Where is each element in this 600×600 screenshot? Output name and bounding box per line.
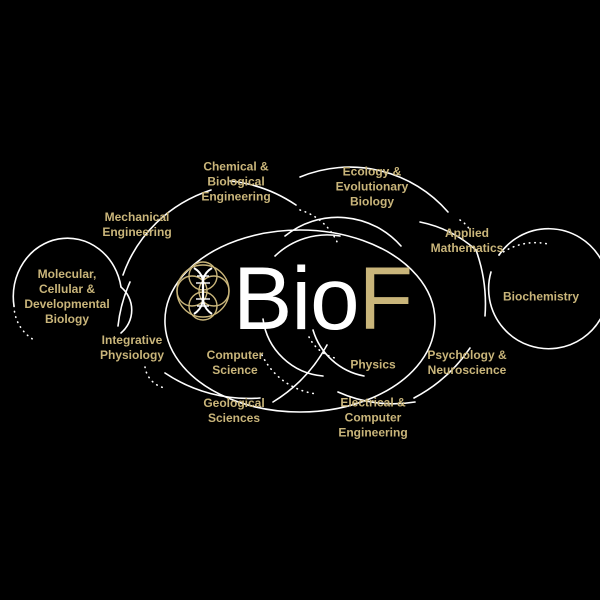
label-electrical-computer-engineering: Electrical & Computer Engineering xyxy=(338,395,408,440)
dotted-link-physiology xyxy=(144,366,166,389)
label-integrative-physiology: Integrative Physiology xyxy=(99,333,165,362)
dotted-link-physics xyxy=(308,336,336,359)
left-overlap-circle xyxy=(274,234,341,257)
dna-helix-icon xyxy=(176,261,230,321)
left-orbit-arc-top xyxy=(229,180,297,206)
dotted-link-applied-math xyxy=(498,241,549,256)
biochemistry-ring xyxy=(487,227,600,350)
wordmark-accent: F xyxy=(358,248,413,348)
molecular-biology-ring-tail xyxy=(120,286,133,334)
molecular-biology-ring xyxy=(12,237,122,307)
right-orbit-arc-upper xyxy=(419,221,477,251)
wordmark-primary: Bio xyxy=(233,248,360,348)
overlap-arc-lower-left xyxy=(262,318,324,377)
dotted-link-molecular xyxy=(13,305,37,342)
label-physics: Physics xyxy=(350,357,396,372)
right-orbit-arc-mid xyxy=(475,249,487,317)
label-psychology-neuroscience: Psychology & Neuroscience xyxy=(427,348,507,377)
biof-wordmark: BioF xyxy=(233,248,413,348)
dotted-link-mechanical xyxy=(459,219,471,231)
left-bottom-sweep xyxy=(272,344,328,403)
label-geological-sciences: Geological Sciences xyxy=(203,396,265,425)
label-biochemistry: Biochemistry xyxy=(502,289,580,304)
label-computer-science: Computer Science xyxy=(206,348,264,377)
label-applied-mathematics: Applied Mathematics xyxy=(430,226,504,255)
left-orbit-arc xyxy=(122,189,212,276)
label-chemical-biological-engineering: Chemical & Biological Engineering xyxy=(201,159,271,204)
label-mechanical-engineering: Mechanical Engineering xyxy=(102,210,172,239)
right-orbit-arc-top xyxy=(299,166,449,213)
dotted-link-ecology xyxy=(299,209,339,245)
dotted-link-computer-science xyxy=(261,354,318,395)
right-orbit-arc-lower xyxy=(413,347,471,399)
overlap-arc-lower-right xyxy=(312,329,365,377)
left-orbit-arc-bottom xyxy=(164,372,261,400)
left-mid-sweep xyxy=(117,281,131,327)
right-orbit-arc-bottom xyxy=(337,391,416,405)
right-overlap-circle xyxy=(284,216,402,247)
label-molecular-cellular-developmental-biology: Molecular, Cellular & Developmental Biol… xyxy=(24,267,110,326)
label-ecology-evolutionary-biology: Ecology & Evolutionary Biology xyxy=(335,164,409,209)
